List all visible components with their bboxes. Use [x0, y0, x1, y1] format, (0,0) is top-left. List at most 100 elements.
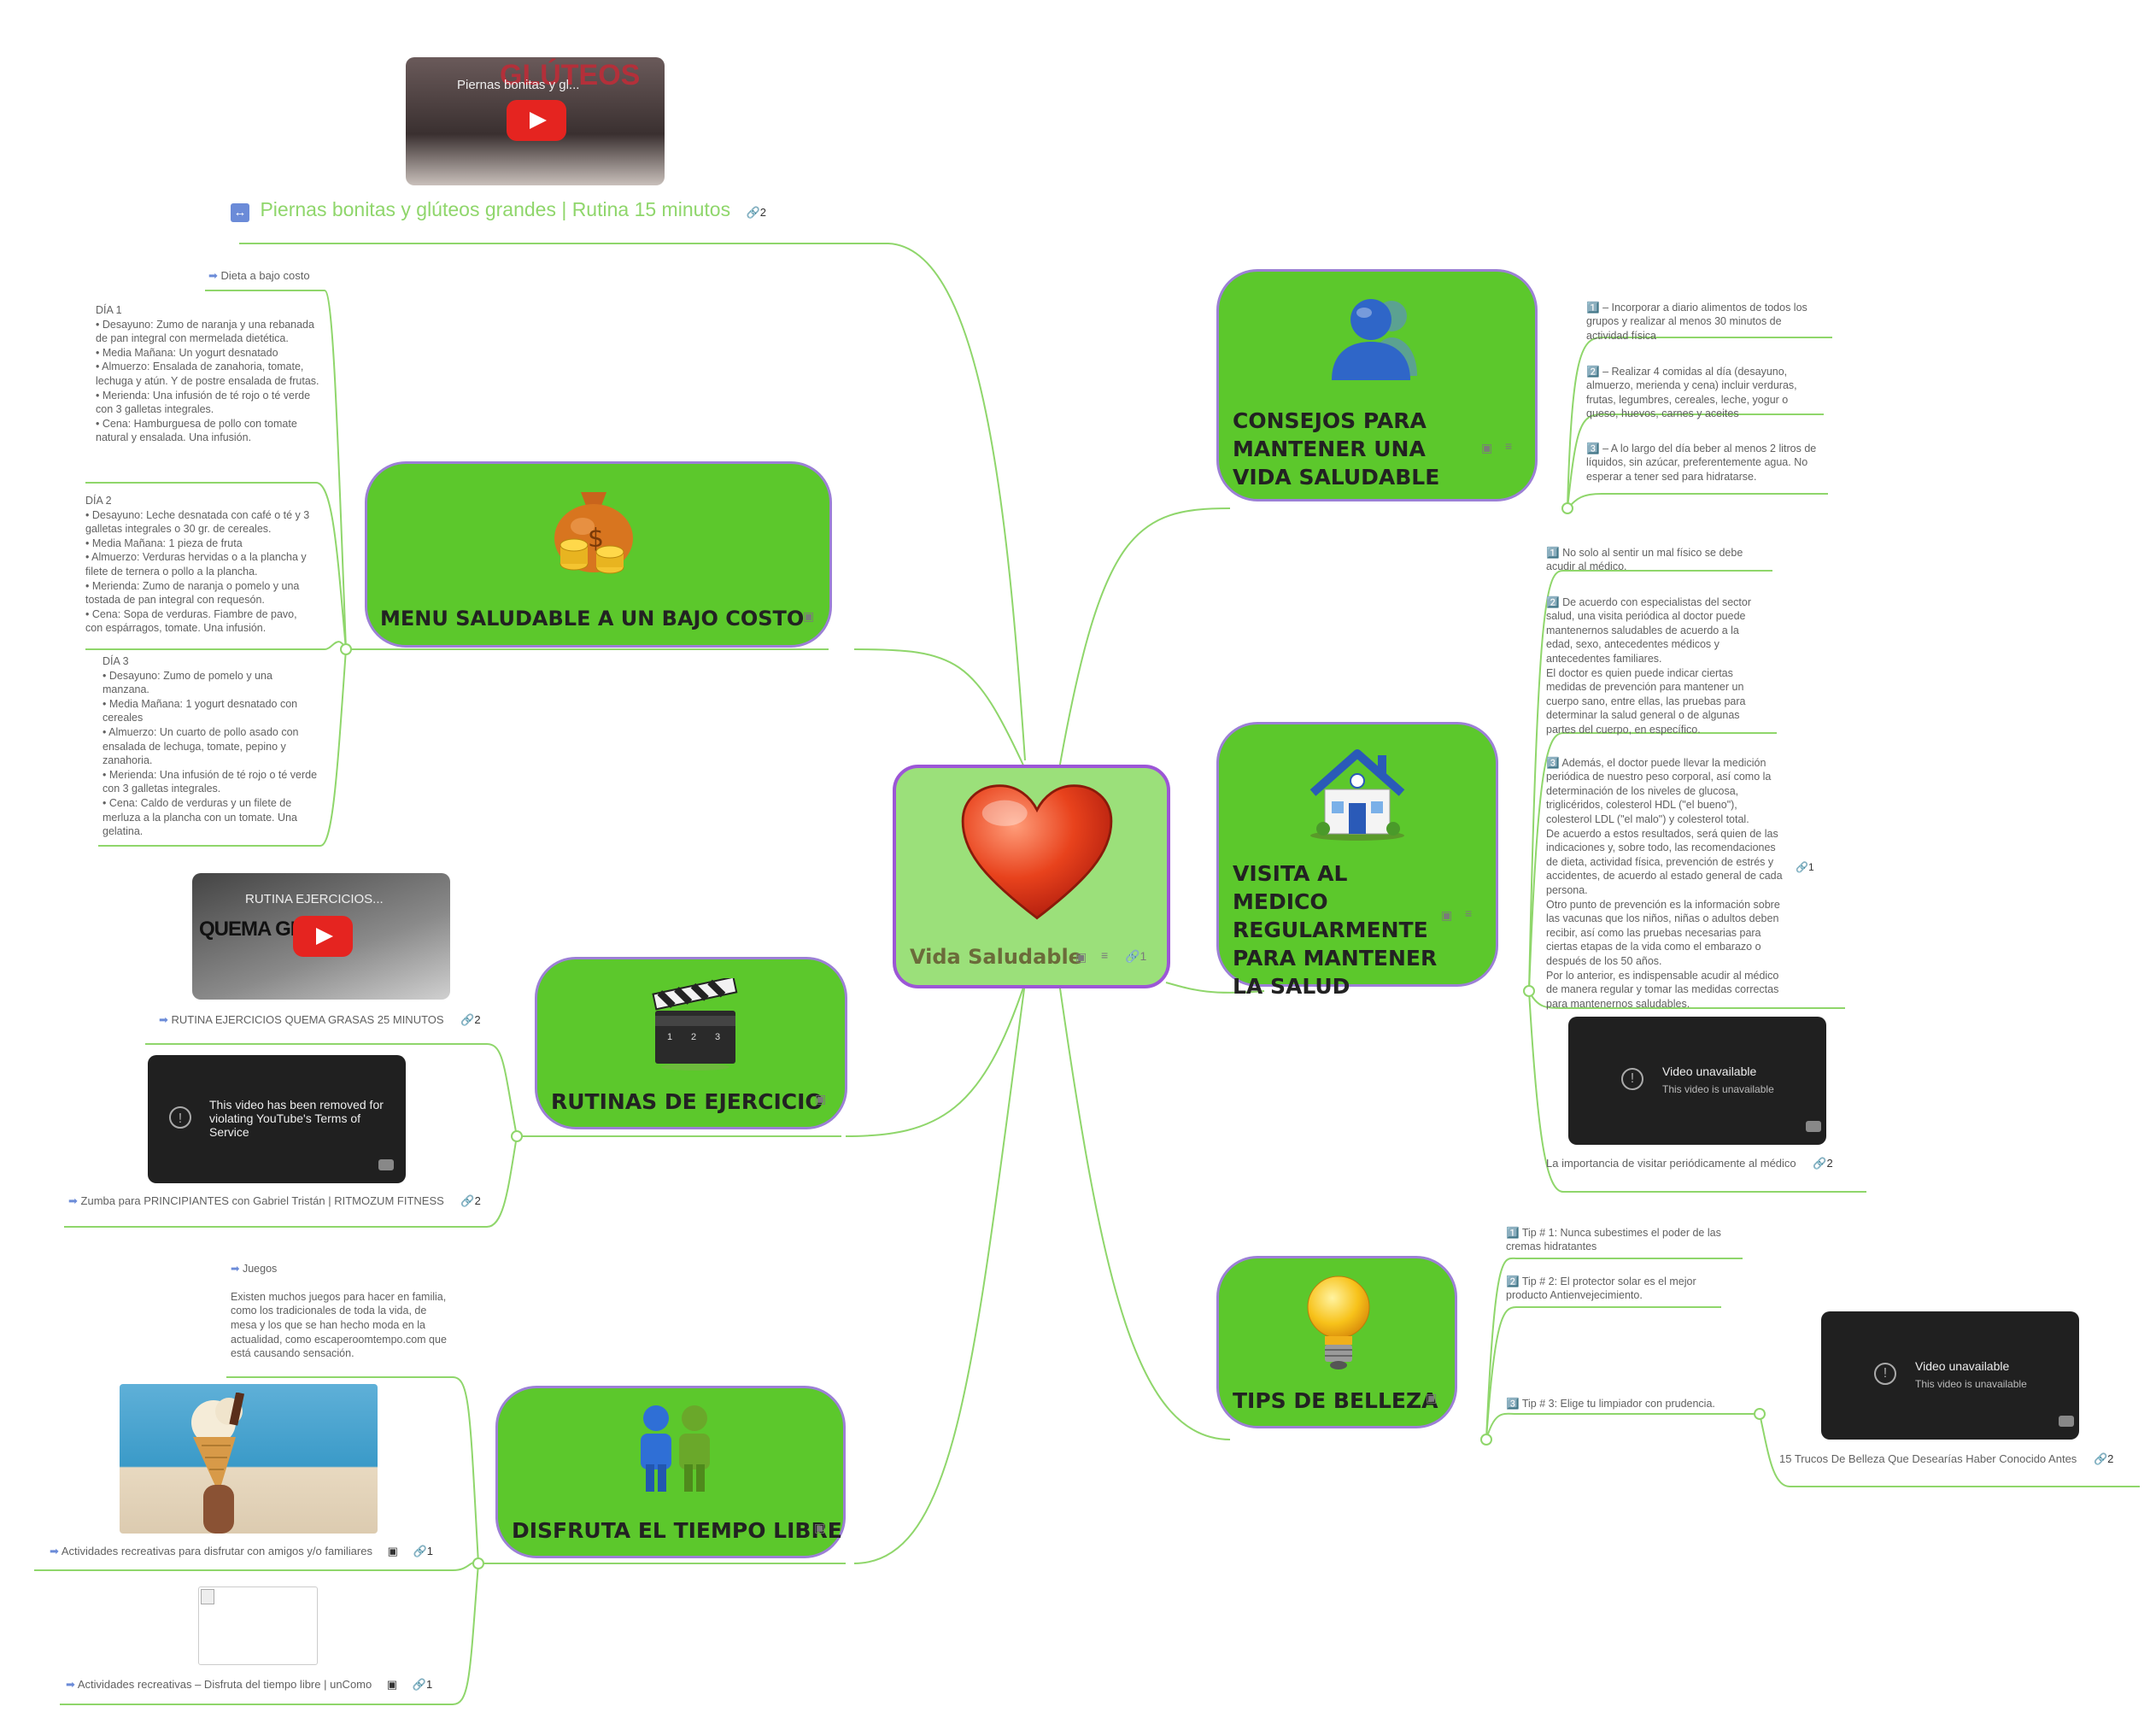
people-icon — [641, 1405, 710, 1492]
image-icon: ▣ — [386, 1678, 398, 1691]
link-count: 2 — [759, 206, 766, 219]
tip-2[interactable]: 2️⃣ Tip # 2: El protector solar es el me… — [1506, 1260, 1715, 1303]
tips-video-unavailable[interactable]: ! Video unavailable This video is unavai… — [1821, 1311, 2079, 1440]
consejos-title: CONSEJOS PARA MANTENER UNA VIDA SALUDABL… — [1233, 408, 1440, 490]
link-icon[interactable]: 🔗1 — [1125, 949, 1147, 963]
tip-3[interactable]: 3️⃣ Tip # 3: Elige tu limpiador con prud… — [1506, 1382, 1754, 1410]
notes-icon: ≡ — [1505, 439, 1513, 453]
visita-3-link[interactable]: 🔗1 — [1796, 861, 1814, 873]
consejos-node[interactable]: CONSEJOS PARA MANTENER UNA VIDA SALUDABL… — [1216, 269, 1538, 501]
link-count: 1 — [1140, 949, 1147, 963]
link-icon[interactable]: 🔗2 — [746, 206, 766, 219]
tips-video-label[interactable]: 15 Trucos De Belleza Que Desearías Haber… — [1779, 1452, 2113, 1466]
arrow-icon: ➡ — [66, 1678, 75, 1691]
center-node[interactable]: Vida Saludable ▣ ≡ 🔗1 — [893, 765, 1170, 988]
number-1-icon: 1️⃣ — [1506, 1226, 1520, 1239]
link-icon[interactable]: 🔗1 — [413, 1545, 433, 1557]
visita-video-unavailable[interactable]: ! Video unavailable This video is unavai… — [1568, 1017, 1826, 1145]
warning-icon: ! — [1874, 1363, 1896, 1385]
consejo-3[interactable]: 3️⃣ – A lo largo del día beber al menos … — [1586, 427, 1817, 484]
menu-day3-note[interactable]: DÍA 3 • Desayuno: Zumo de pomelo y una m… — [103, 655, 318, 838]
menu-day1-note[interactable]: DÍA 1 • Desayuno: Zumo de naranja y una … — [96, 304, 319, 444]
visita-2[interactable]: 2️⃣ De acuerdo con especialistas del sec… — [1546, 581, 1764, 737]
svg-text:$: $ — [588, 524, 604, 554]
notes-icon: ≡ — [1101, 948, 1109, 962]
broken-image-icon — [201, 1589, 214, 1604]
svg-text:1: 1 — [667, 1032, 672, 1042]
image-icon: ▣ — [387, 1545, 398, 1557]
play-button-icon[interactable] — [293, 916, 353, 957]
visita-video-label[interactable]: La importancia de visitar periódicamente… — [1546, 1157, 1833, 1170]
link-count: 1 — [1807, 861, 1814, 873]
image-icon: ▣ — [803, 609, 815, 623]
actividad2-label[interactable]: ➡ Actividades recreativas – Disfruta del… — [66, 1678, 432, 1692]
link-icon[interactable]: 🔗1 — [412, 1678, 433, 1691]
number-3-icon: 3️⃣ — [1506, 1397, 1520, 1410]
link-count: 1 — [425, 1678, 433, 1691]
top-video-thumbnail[interactable]: GLÚTEOS Piernas bonitas y gl... — [406, 57, 665, 185]
link-count: 2 — [474, 1194, 481, 1207]
tip-1-text: Tip # 1: Nunca subestimes el poder de la… — [1506, 1226, 1721, 1253]
rutina-video-thumbnail[interactable]: QUEMA GRA RUTINA EJERCICIOS... — [192, 873, 450, 1000]
warning-icon: ! — [1621, 1068, 1643, 1090]
top-video-title-row[interactable]: ↔ Piernas bonitas y glúteos grandes | Ru… — [231, 198, 766, 222]
play-button-icon[interactable] — [507, 100, 566, 141]
notes-icon: ≡ — [1465, 906, 1473, 920]
consejo-3-text: – A lo largo del día beber al menos 2 li… — [1586, 442, 1817, 483]
menu-dieta-label[interactable]: ➡ Dieta a bajo costo — [208, 269, 310, 283]
rutinas-node[interactable]: 1 2 3 RUTINAS DE EJERCICIO ▣ — [535, 957, 847, 1129]
disfruta-title: DISFRUTA EL TIEMPO LIBRE — [512, 1518, 842, 1543]
juegos-text: Juegos Existen muchos juegos para hacer … — [231, 1262, 447, 1360]
image-icon: ▣ — [1441, 908, 1453, 922]
number-1-icon: 1️⃣ — [1546, 546, 1560, 559]
visita-node[interactable]: VISITA AL MEDICO REGULARMENTE PARA MANTE… — [1216, 722, 1498, 999]
visita-title: VISITA AL MEDICO REGULARMENTE PARA MANTE… — [1233, 861, 1438, 999]
video-unavailable-title: Video unavailable — [1915, 1359, 2010, 1373]
visita-1[interactable]: 1️⃣ No solo al sentir un mal físico se d… — [1546, 531, 1770, 574]
tips-node[interactable]: TIPS DE BELLEZA ▣ — [1216, 1256, 1457, 1428]
number-3-icon: 3️⃣ — [1586, 442, 1600, 455]
tips-title: TIPS DE BELLEZA — [1233, 1388, 1438, 1413]
number-2-icon: 2️⃣ — [1506, 1275, 1520, 1287]
heart-icon — [961, 784, 1113, 920]
actividad1-title: Actividades recreativas para disfrutar c… — [61, 1545, 372, 1557]
center-title: Vida Saludable — [910, 945, 1082, 969]
juegos-note[interactable]: ➡ Juegos Existen muchos juegos para hace… — [231, 1247, 454, 1361]
youtube-logo-icon — [378, 1159, 394, 1170]
link-icon[interactable]: 🔗2 — [1813, 1157, 1833, 1170]
menu-day2-note[interactable]: DÍA 2 • Desayuno: Leche desnatada con ca… — [85, 495, 310, 635]
link-icon[interactable]: 🔗2 — [460, 1013, 481, 1026]
disfruta-node[interactable]: DISFRUTA EL TIEMPO LIBRE ▣ — [495, 1386, 846, 1558]
link-count: 2 — [1826, 1157, 1833, 1170]
video-arrow-icon: ↔ — [231, 203, 249, 222]
tips-video-title: 15 Trucos De Belleza Que Desearías Haber… — [1779, 1452, 2077, 1465]
ice-cream-icon — [191, 1393, 245, 1534]
rutina-video-label[interactable]: ➡ RUTINA EJERCICIOS QUEMA GRASAS 25 MINU… — [159, 1013, 481, 1027]
arrow-icon: ➡ — [68, 1194, 78, 1207]
money-bag-icon: $ — [554, 492, 633, 574]
consejo-1[interactable]: 1️⃣ – Incorporar a diario alimentos de t… — [1586, 286, 1821, 343]
consejo-2[interactable]: 2️⃣ – Realizar 4 comidas al día (desayun… — [1586, 350, 1817, 421]
zumba-video-label[interactable]: ➡ Zumba para PRINCIPIANTES con Gabriel T… — [68, 1194, 481, 1208]
svg-text:2: 2 — [691, 1032, 696, 1042]
ice-cream-image[interactable] — [120, 1384, 378, 1534]
video-unavailable-title: Video unavailable — [1662, 1064, 1757, 1078]
tip-1[interactable]: 1️⃣ Tip # 1: Nunca subestimes el poder d… — [1506, 1211, 1737, 1254]
visita-1-text: No solo al sentir un mal físico se debe … — [1546, 546, 1743, 573]
clapperboard-icon: 1 2 3 — [652, 978, 738, 1070]
link-icon[interactable]: 🔗2 — [2093, 1452, 2114, 1465]
top-video-title: Piernas bonitas y glúteos grandes | Ruti… — [260, 198, 731, 220]
removed-video-thumbnail[interactable]: ! This video has been removed for violat… — [148, 1055, 406, 1183]
actividad1-label[interactable]: ➡ Actividades recreativas para disfrutar… — [50, 1545, 433, 1558]
broken-image[interactable] — [198, 1586, 318, 1665]
link-count: 2 — [2107, 1452, 2114, 1465]
video-unavailable-sub: This video is unavailable — [1662, 1083, 1774, 1095]
image-icon: ▣ — [1426, 1391, 1438, 1405]
link-icon[interactable]: 🔗2 — [460, 1194, 481, 1207]
arrow-icon: ➡ — [50, 1545, 59, 1557]
visita-2-text: De acuerdo con especialistas del sector … — [1546, 595, 1752, 736]
visita-3[interactable]: 3️⃣ Además, el doctor puede llevar la me… — [1546, 742, 1785, 1011]
menu-saludable-node[interactable]: $ MENU SALUDABLE A UN BAJO COSTO ▣ — [365, 461, 832, 648]
video-unavailable-sub: This video is unavailable — [1915, 1378, 2027, 1390]
